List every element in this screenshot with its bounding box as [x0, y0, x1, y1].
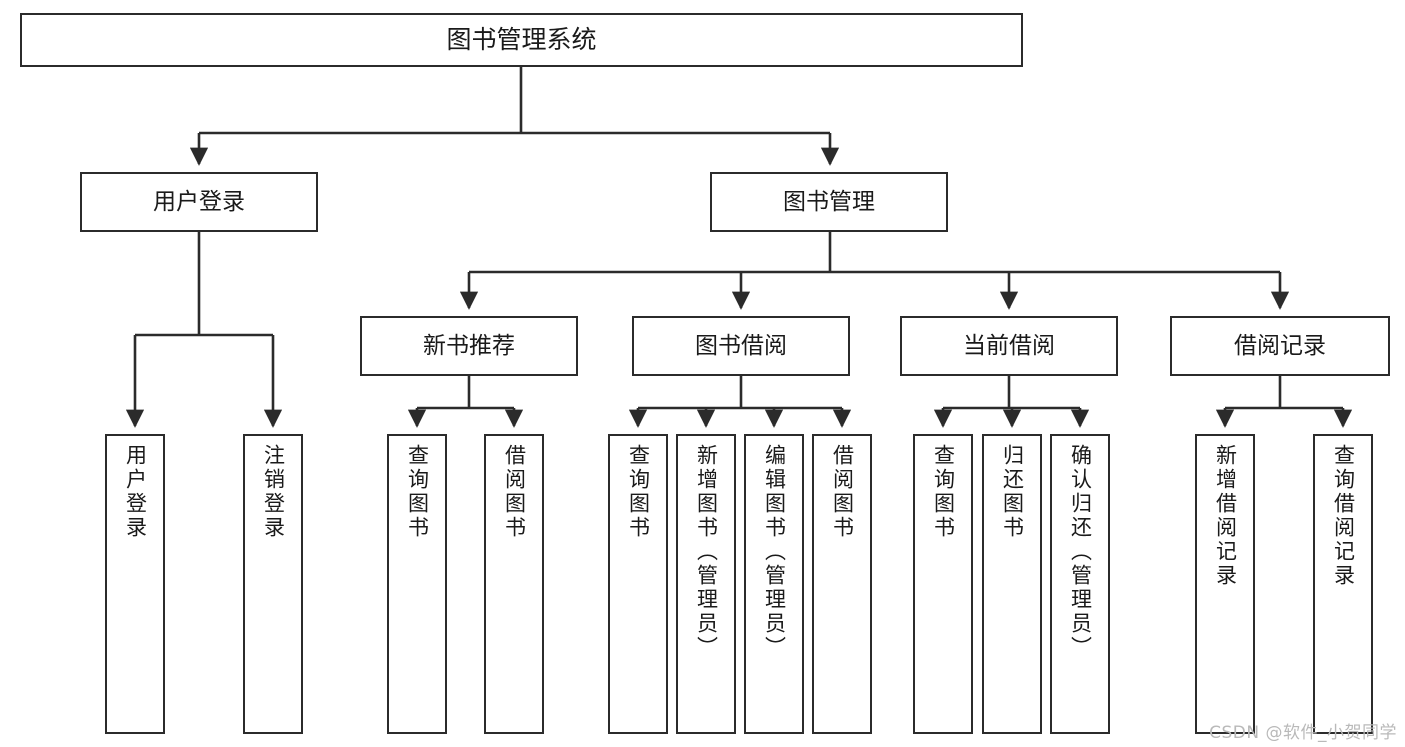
- node-leaf-query-book-2[interactable]: 查询图书: [608, 434, 668, 734]
- node-book-manage[interactable]: 图书管理: [710, 172, 948, 232]
- node-leaf-query-book-3-label: 查询图书: [931, 444, 956, 540]
- node-leaf-add-borrow-record-label: 新增借阅记录: [1213, 444, 1238, 588]
- node-book-borrow[interactable]: 图书借阅: [632, 316, 850, 376]
- node-leaf-add-book-admin-label: 新增图书（管理员）: [694, 444, 719, 660]
- node-leaf-logout-login-label: 注销登录: [261, 444, 286, 540]
- node-new-book-recommend-label: 新书推荐: [423, 332, 515, 359]
- node-leaf-query-borrow-record-label: 查询借阅记录: [1331, 444, 1356, 588]
- node-leaf-return-book[interactable]: 归还图书: [982, 434, 1042, 734]
- node-leaf-confirm-return-admin[interactable]: 确认归还（管理员）: [1050, 434, 1110, 734]
- node-root[interactable]: 图书管理系统: [20, 13, 1023, 67]
- node-leaf-query-borrow-record[interactable]: 查询借阅记录: [1313, 434, 1373, 734]
- csdn-watermark: CSDN @软件_小贺同学: [1209, 723, 1397, 743]
- node-leaf-add-book-admin[interactable]: 新增图书（管理员）: [676, 434, 736, 734]
- node-borrow-record[interactable]: 借阅记录: [1170, 316, 1390, 376]
- node-leaf-user-login[interactable]: 用户登录: [105, 434, 165, 734]
- node-leaf-edit-book-admin[interactable]: 编辑图书（管理员）: [744, 434, 804, 734]
- node-leaf-query-book-2-label: 查询图书: [626, 444, 651, 540]
- node-user-login[interactable]: 用户登录: [80, 172, 318, 232]
- node-leaf-borrow-book-1[interactable]: 借阅图书: [484, 434, 544, 734]
- node-leaf-confirm-return-admin-label: 确认归还（管理员）: [1068, 444, 1093, 660]
- node-book-manage-label: 图书管理: [783, 188, 875, 215]
- node-leaf-borrow-book-2-label: 借阅图书: [830, 444, 855, 540]
- node-leaf-borrow-book-1-label: 借阅图书: [502, 444, 527, 540]
- node-borrow-record-label: 借阅记录: [1234, 332, 1326, 359]
- node-book-borrow-label: 图书借阅: [695, 332, 787, 359]
- node-new-book-recommend[interactable]: 新书推荐: [360, 316, 578, 376]
- node-leaf-user-login-label: 用户登录: [123, 444, 148, 540]
- node-leaf-query-book-3[interactable]: 查询图书: [913, 434, 973, 734]
- node-leaf-logout-login[interactable]: 注销登录: [243, 434, 303, 734]
- node-leaf-edit-book-admin-label: 编辑图书（管理员）: [762, 444, 787, 660]
- node-root-label: 图书管理系统: [446, 24, 597, 54]
- node-leaf-query-book-1-label: 查询图书: [405, 444, 430, 540]
- node-leaf-borrow-book-2[interactable]: 借阅图书: [812, 434, 872, 734]
- node-leaf-return-book-label: 归还图书: [1000, 444, 1025, 540]
- node-current-borrow[interactable]: 当前借阅: [900, 316, 1118, 376]
- node-current-borrow-label: 当前借阅: [963, 332, 1055, 359]
- node-leaf-add-borrow-record[interactable]: 新增借阅记录: [1195, 434, 1255, 734]
- node-leaf-query-book-1[interactable]: 查询图书: [387, 434, 447, 734]
- node-user-login-label: 用户登录: [153, 188, 245, 215]
